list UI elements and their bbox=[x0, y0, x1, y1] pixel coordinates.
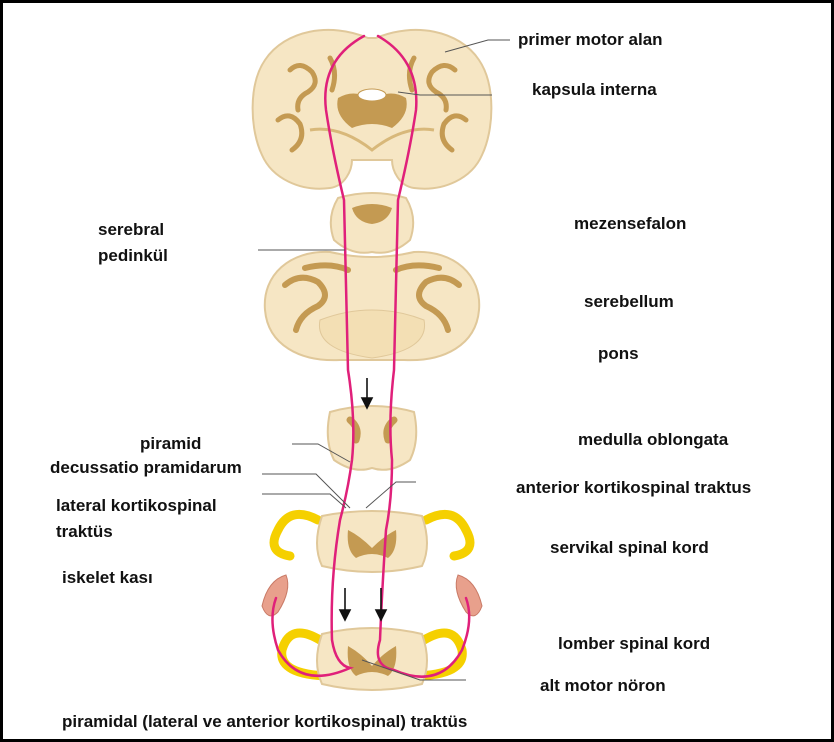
label-decussation: decussatio pramidarum bbox=[50, 458, 242, 478]
label-cerebral-peduncle-line2: pedinkül bbox=[98, 246, 168, 266]
label-lower-motor-neuron: alt motor nöron bbox=[540, 676, 666, 696]
label-cervical-spinal-cord: servikal spinal kord bbox=[550, 538, 709, 558]
lumbar-cord-section bbox=[282, 628, 463, 690]
cerebrum-section bbox=[253, 30, 492, 189]
label-anterior-cst: anterior kortikospinal traktus bbox=[516, 478, 751, 498]
label-lateral-cst-line2: traktüs bbox=[56, 522, 113, 542]
figure-caption: piramidal (lateral ve anterior kortikosp… bbox=[62, 712, 467, 732]
label-primary-motor-area: primer motor alan bbox=[518, 30, 663, 50]
label-pons: pons bbox=[598, 344, 639, 364]
medulla-section bbox=[328, 406, 417, 470]
label-skeletal-muscle: iskelet kası bbox=[62, 568, 153, 588]
label-mesencephalon: mezensefalon bbox=[574, 214, 686, 234]
cerebellum-section bbox=[265, 252, 479, 360]
label-cerebral-peduncle-line1: serebral bbox=[98, 220, 164, 240]
label-cerebellum: serebellum bbox=[584, 292, 674, 312]
label-lumbar-spinal-cord: lomber spinal kord bbox=[558, 634, 710, 654]
cervical-cord-section bbox=[274, 511, 470, 572]
label-lateral-cst-line1: lateral kortikospinal bbox=[56, 496, 217, 516]
left-skeletal-muscle bbox=[262, 575, 288, 616]
label-medulla-oblongata: medulla oblongata bbox=[578, 430, 728, 450]
label-pyramid: piramid bbox=[140, 434, 201, 454]
label-internal-capsule: kapsula interna bbox=[532, 80, 657, 100]
